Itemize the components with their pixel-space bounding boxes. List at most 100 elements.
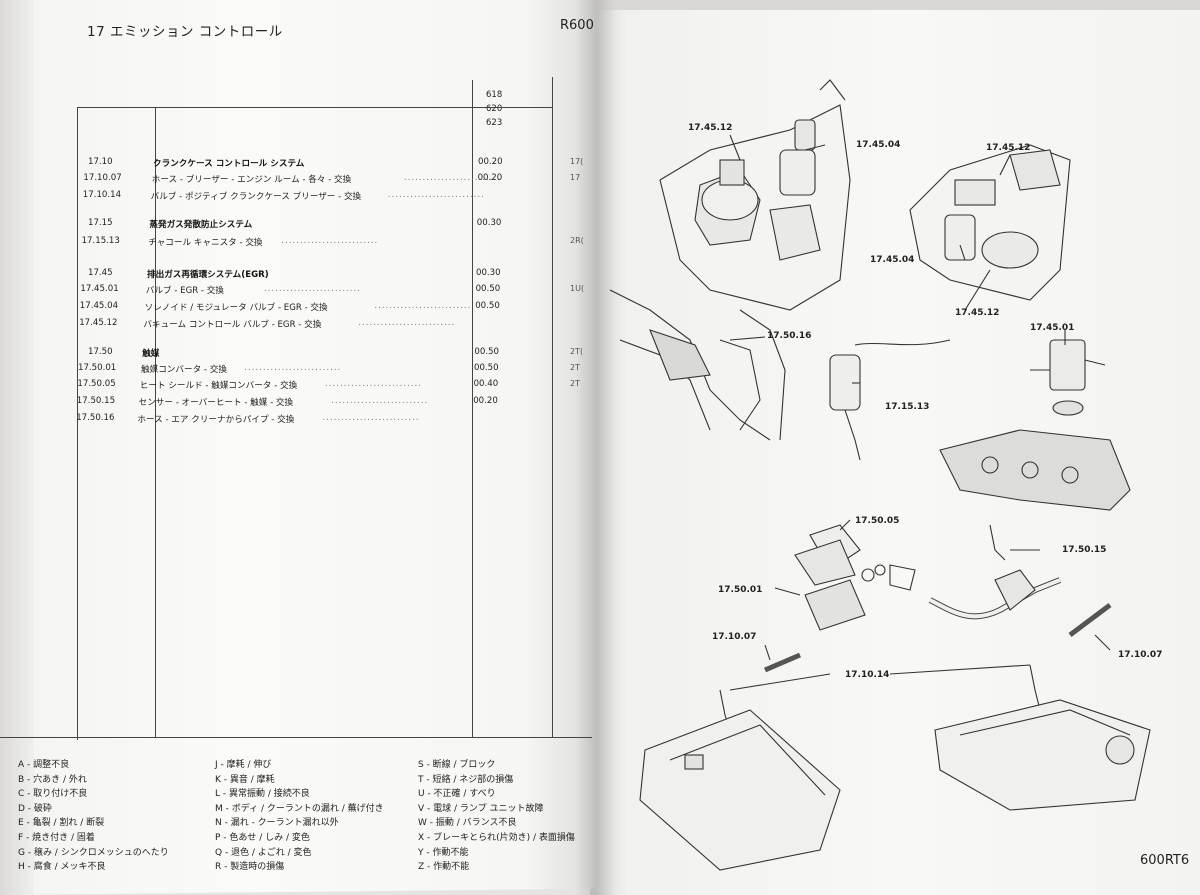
legend-item: G - 穣み / シンクロメッシュのへたり — [18, 847, 169, 858]
legend-item: F - 焼き付き / 固着 — [18, 832, 95, 843]
operation-description: ホース - ブリーザー - エンジン ルーム - 各々 - 交換 — [151, 175, 352, 185]
callout-label: 17.15.13 — [885, 402, 930, 412]
legend-item: J - 摩耗 / 伸び — [215, 760, 272, 770]
legend-item: Y - 作動不能 — [418, 847, 469, 858]
callout-label: 17.10.14 — [845, 670, 890, 680]
callout-label: 17.50.16 — [767, 331, 812, 341]
legend-item: H - 腐食 / メッキ不良 — [18, 862, 106, 873]
legend-divider — [0, 737, 592, 738]
operation-description: 触媒 — [142, 349, 160, 359]
operation-description: バルブ - EGR - 交換 — [145, 286, 224, 296]
model-code: 618 — [486, 90, 503, 100]
legend-item: A - 調整不良 — [18, 760, 70, 770]
legend-item: S - 断線 / ブロック — [418, 760, 496, 770]
callout-label: 17.45.01 — [1030, 323, 1075, 333]
legend-column-3: S - 断線 / ブロック T - 短絡 / ネジ部の損傷 U - 不正確 / … — [418, 758, 575, 875]
table-divider — [552, 77, 553, 737]
model-label: R600 — [560, 18, 594, 33]
model-code: 623 — [486, 118, 503, 128]
legend-item: X - ブレーキとられ(片効き) / 表面損傷 — [418, 832, 575, 843]
reference-code: 2T — [570, 363, 580, 372]
legend-item: Q - 退色 / よごれ / 変色 — [215, 847, 312, 858]
callout-label: 17.50.05 — [855, 516, 900, 526]
operation-description: 触媒コンバータ - 交換 — [141, 365, 227, 375]
leader-dots: .......................... — [244, 363, 342, 373]
legend-item: P - 色あせ / しみ / 変色 — [215, 832, 310, 843]
time-value: 00.50 — [474, 347, 499, 357]
legend-item: W - 振動 / バランス不良 — [418, 818, 517, 829]
operation-code: 17.10.14 — [82, 190, 122, 200]
legend-item: E - 亀裂 / 割れ / 断裂 — [18, 818, 105, 829]
leader-dots: .......................... — [322, 413, 420, 423]
reference-code: 17( — [570, 157, 584, 166]
time-value: 00.50 — [475, 284, 501, 294]
operation-description: チャコール キャニスタ - 交換 — [148, 238, 263, 248]
callout-label: 17.45.04 — [870, 255, 915, 265]
legend-item: N - 漏れ - クーラント漏れ以外 — [215, 818, 339, 829]
time-value: 00.50 — [475, 301, 500, 311]
operation-description: クランクケース コントロール システム — [153, 159, 305, 169]
legend-item: M - ボディ / クーラントの漏れ / 蕪げ付き — [215, 803, 384, 814]
legend-column-2: J - 摩耗 / 伸び K - 異音 / 摩耗 L - 異常振動 / 接続不良 … — [215, 758, 384, 875]
callout-label: 17.10.07 — [1118, 650, 1163, 660]
callout-label: 17.45.12 — [688, 123, 733, 133]
time-value: 00.20 — [478, 157, 503, 167]
leader-dots: .......................... — [403, 173, 501, 183]
callout-label: 17.45.12 — [986, 143, 1031, 153]
leader-dots: .......................... — [387, 190, 485, 200]
time-value: 00.30 — [476, 268, 501, 278]
operation-code: 17.10 — [88, 157, 113, 167]
callout-label: 17.50.15 — [1062, 545, 1107, 555]
operation-code: 17.10.07 — [83, 173, 122, 183]
operation-code: 17.45.04 — [79, 301, 119, 311]
operation-code: 17.15.13 — [81, 236, 120, 246]
operation-code: 17.45.01 — [80, 284, 119, 294]
operation-code: 17.50.01 — [78, 363, 117, 373]
page-footer-code: 600RT6 — [1140, 853, 1190, 868]
legend-item: R - 製造時の損傷 — [215, 862, 285, 873]
operation-code: 17.50.16 — [76, 413, 115, 423]
time-value: 00.20 — [473, 396, 498, 406]
legend-item: C - 取り付け不良 — [18, 789, 88, 800]
legend-item: L - 異常振動 / 接続不良 — [215, 789, 310, 800]
operation-description: ヒート シールド - 触媒コンバータ - 交換 — [139, 381, 298, 391]
legend-item: B - 穴あき / 外れ — [18, 774, 87, 785]
leader-dots: .......................... — [324, 379, 422, 389]
time-value: 00.20 — [477, 173, 503, 183]
callout-label: 17.45.12 — [955, 308, 1000, 318]
table-divider — [472, 80, 473, 737]
legend-item: V - 電球 / ランプ ユニット故障 — [418, 803, 544, 814]
model-codes: 618 620 623 — [486, 88, 502, 130]
operation-code: 17.45.12 — [79, 318, 118, 328]
operation-description: 蒸発ガス発散防止システム — [149, 220, 253, 230]
legend-item: K - 異音 / 摩耗 — [215, 774, 275, 785]
reference-code: 2T( — [570, 347, 584, 356]
callout-label: 17.10.07 — [712, 632, 757, 642]
legend-column-1: A - 調整不良 B - 穴あき / 外れ C - 取り付け不良 D - 破砕 … — [18, 758, 169, 875]
page-title: 17 エミッション コントロール — [87, 24, 283, 40]
reference-code: 2R( — [570, 236, 584, 245]
model-code: 620 — [486, 104, 503, 114]
time-value: 00.50 — [474, 363, 499, 373]
time-value: 00.30 — [476, 218, 502, 228]
leader-dots: .......................... — [374, 301, 472, 311]
operation-description: バキューム コントロール バルブ - EGR - 交換 — [143, 320, 322, 330]
callout-label: 17.45.04 — [856, 140, 901, 150]
operation-code: 17.50.05 — [77, 379, 116, 389]
legend-item: D - 破砕 — [18, 803, 52, 814]
operation-code: 17.50 — [88, 347, 113, 357]
leader-dots: .......................... — [263, 284, 361, 294]
operation-description: バルブ - ポジティブ クランクケース ブリーザー - 交換 — [150, 192, 362, 202]
leader-dots: .......................... — [358, 318, 456, 328]
book-gutter — [575, 0, 615, 895]
operation-description: ホース - エア クリーナからパイプ - 交換 — [137, 415, 295, 425]
time-value: 00.40 — [473, 379, 499, 389]
operation-code: 17.50.15 — [76, 396, 116, 406]
legend-item: Z - 作動不能 — [418, 862, 470, 873]
table-divider — [155, 107, 156, 737]
reference-code: 2T — [570, 379, 580, 388]
operation-description: 排出ガス再循環システム(EGR) — [147, 270, 269, 280]
callout-label: 17.50.01 — [718, 585, 763, 595]
legend-item: T - 短絡 / ネジ部の損傷 — [418, 774, 514, 785]
operation-description: ソレノイド / モジュレータ バルブ - EGR - 交換 — [144, 303, 328, 313]
